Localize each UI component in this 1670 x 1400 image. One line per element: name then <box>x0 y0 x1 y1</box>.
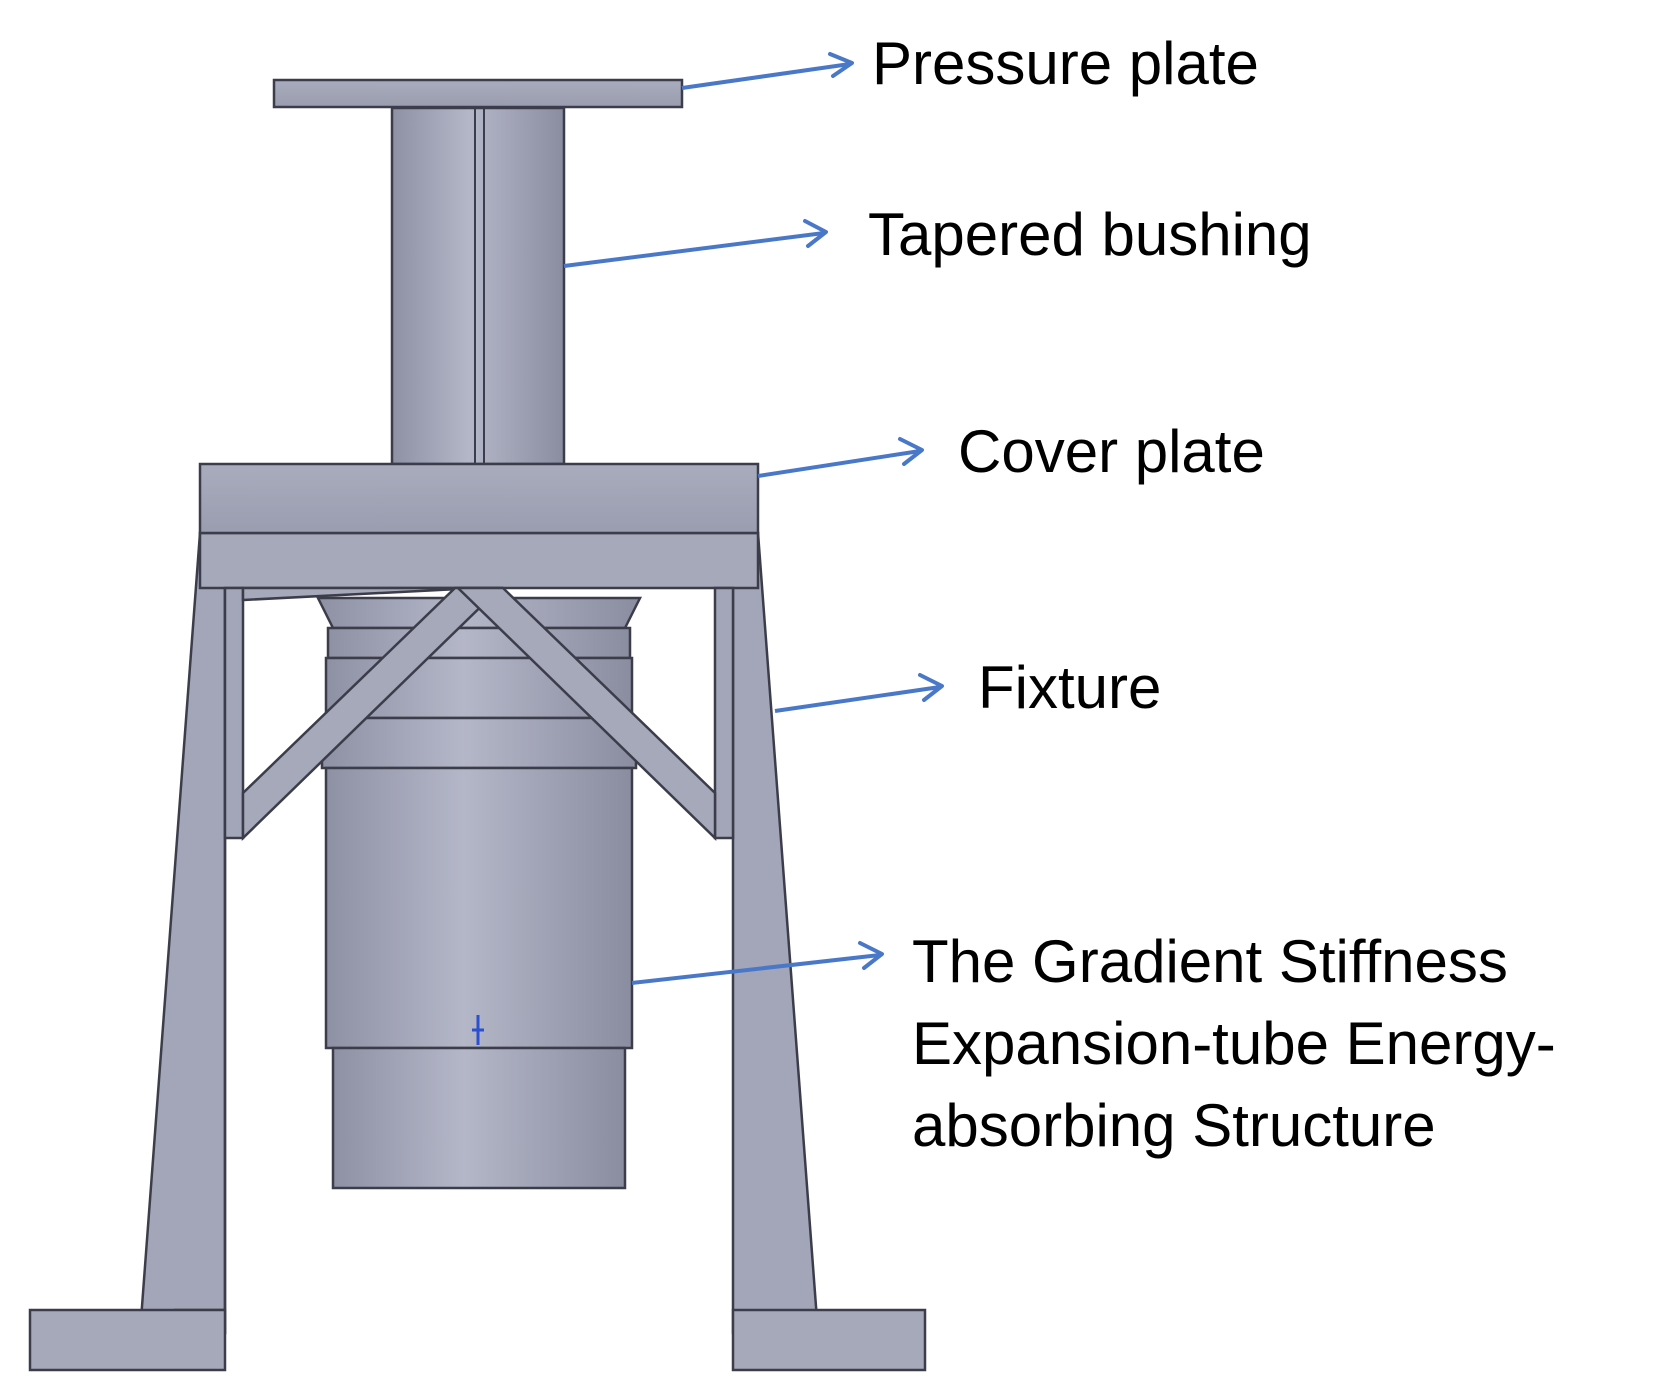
energy-structure-part <box>315 596 643 1190</box>
tapered-bushing-part <box>390 106 566 466</box>
callout-tapered-bushing: Tapered bushing <box>868 201 1312 268</box>
leader-cover-plate <box>757 437 924 478</box>
callout-cover-plate: Cover plate <box>958 418 1265 485</box>
cover-plate-part <box>198 462 760 535</box>
leader-energy-structure <box>631 941 884 985</box>
callout-pressure-plate: Pressure plate <box>872 30 1259 97</box>
leader-tapered-bushing <box>563 219 828 268</box>
leader-fixture <box>774 673 944 713</box>
fixture-braces <box>241 586 717 841</box>
callout-energy-structure-line-2: Expansion-tube Energy- <box>912 1010 1556 1077</box>
callout-energy-structure-line-1: The Gradient Stiffness <box>912 928 1508 995</box>
callout-energy-structure-line-3: absorbing Structure <box>912 1092 1436 1159</box>
leader-pressure-plate <box>681 52 854 90</box>
pressure-plate-part <box>272 78 684 109</box>
callout-fixture: Fixture <box>978 654 1161 721</box>
